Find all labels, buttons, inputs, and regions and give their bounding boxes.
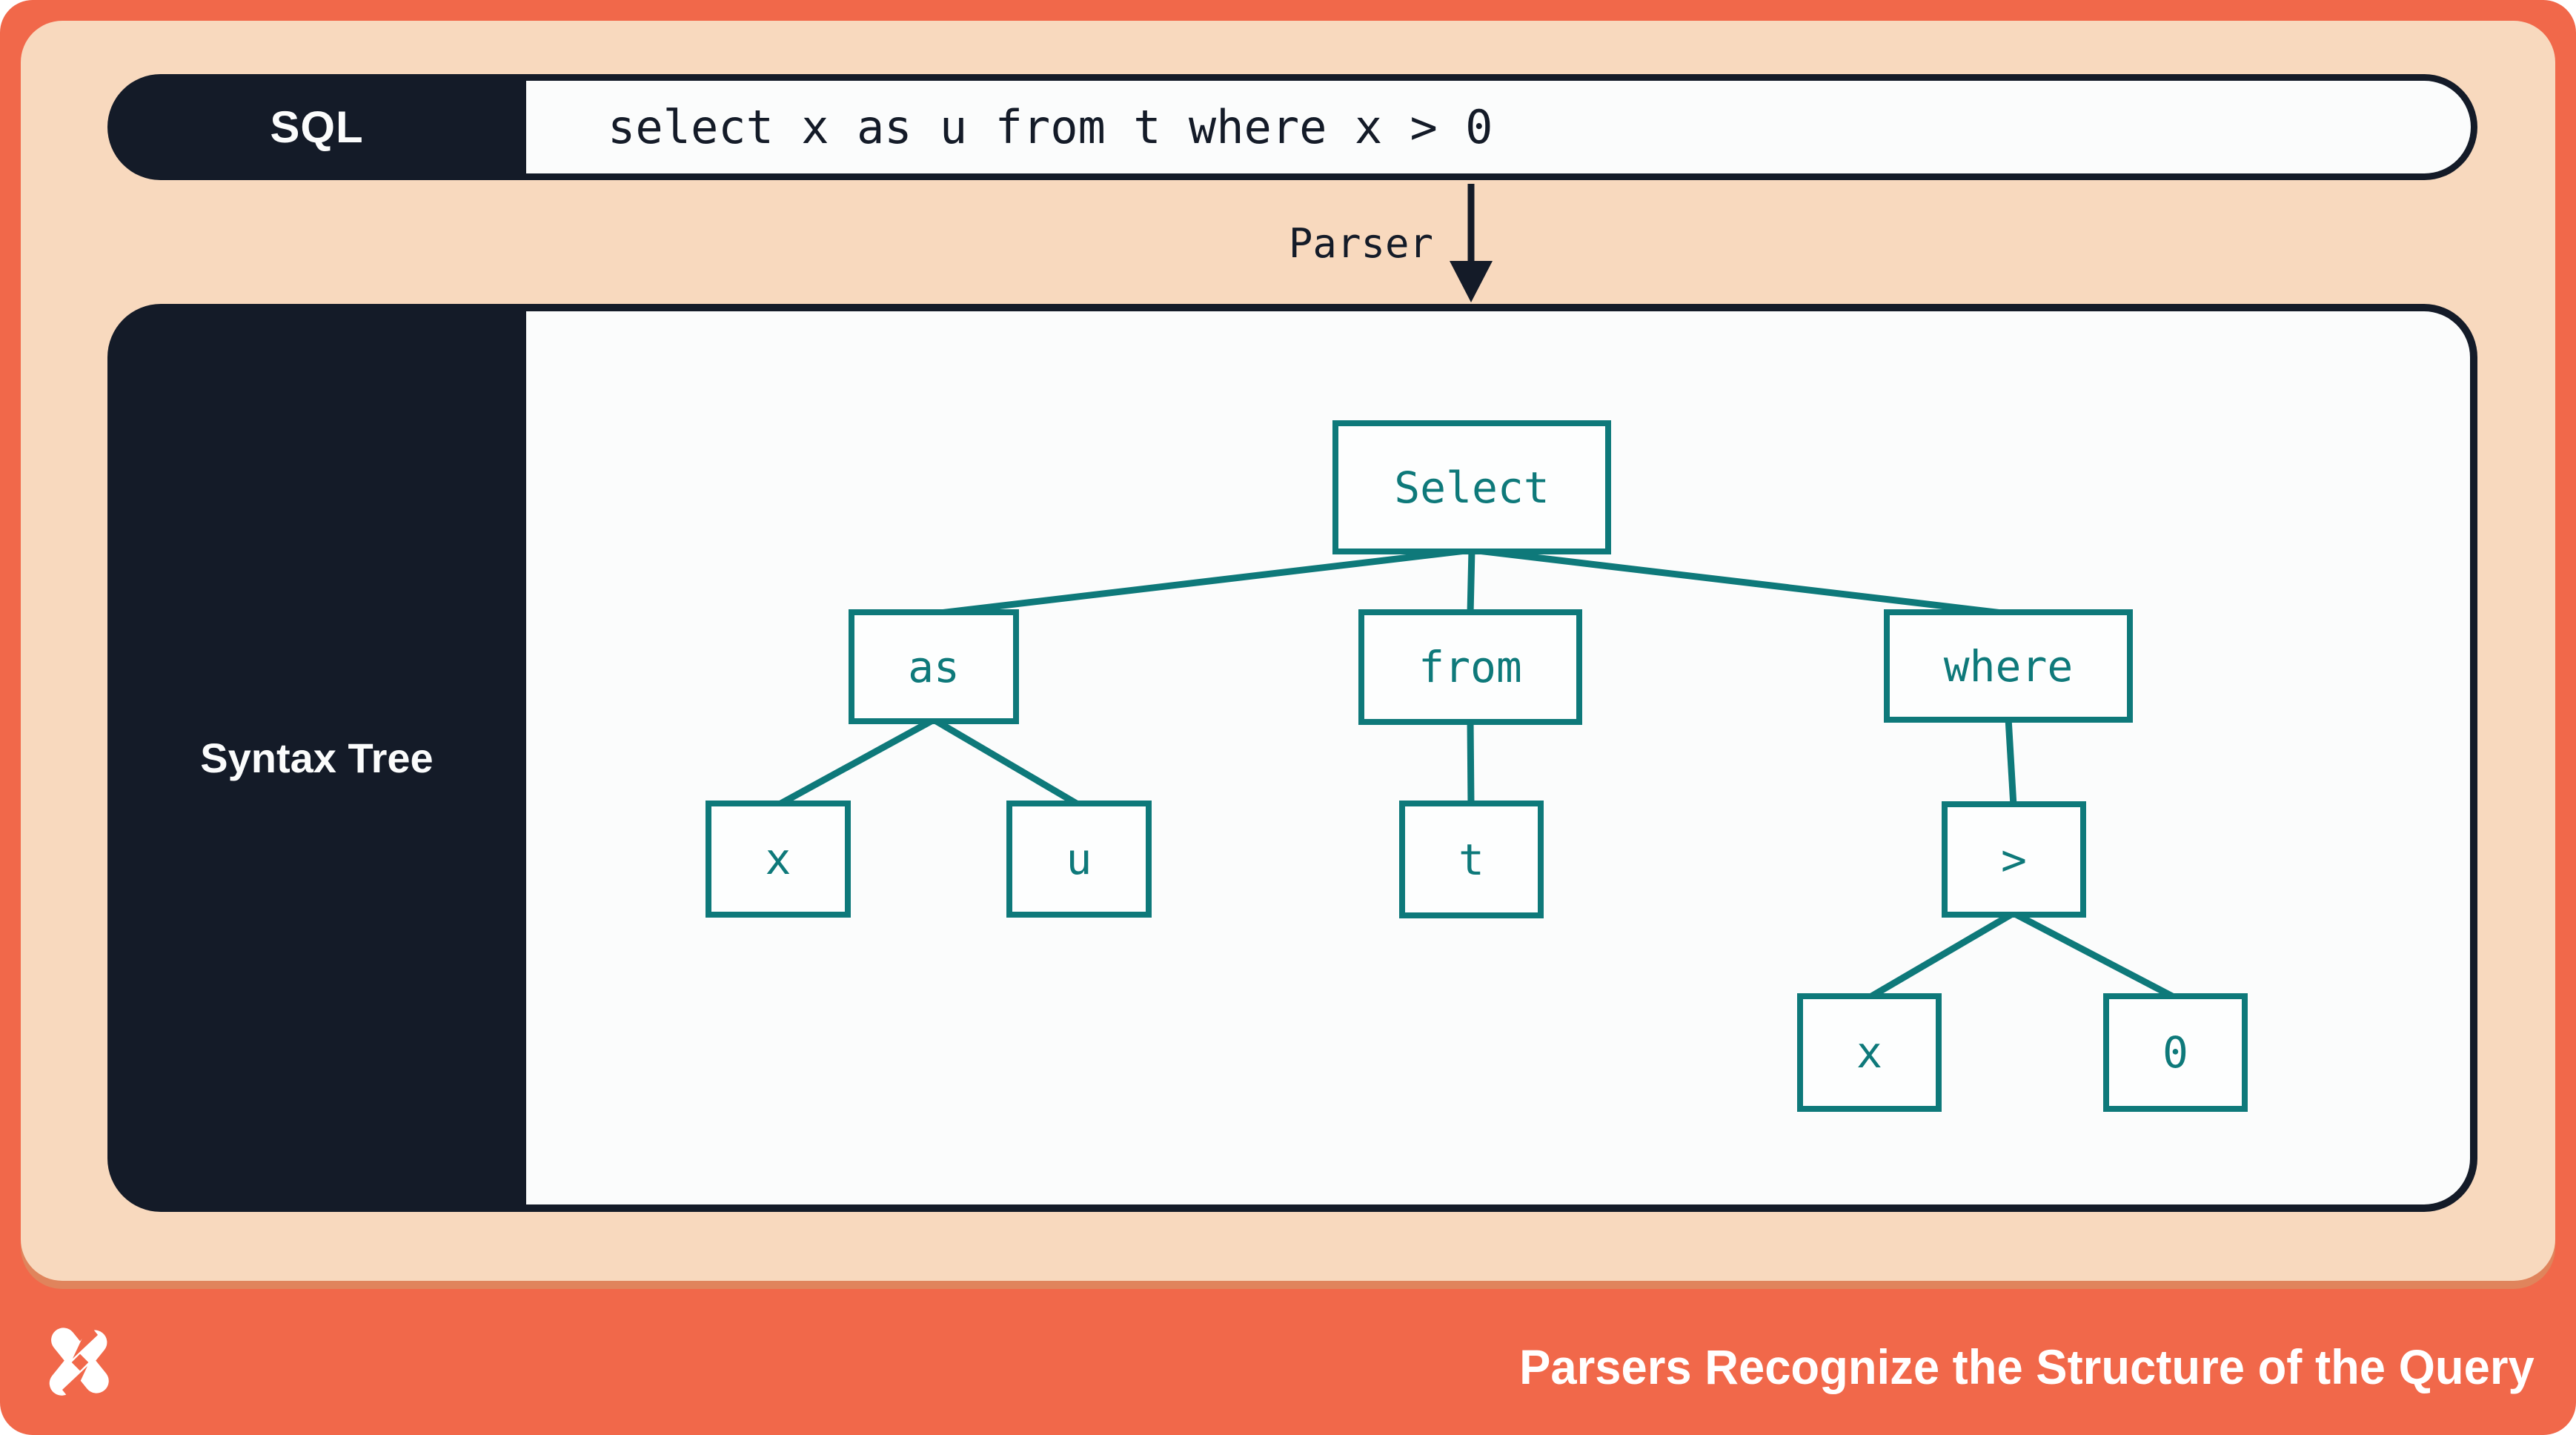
x-pinwheel-logo-icon [49,1324,109,1401]
tree-node-where: where [1884,609,2133,723]
tree-node-t: t [1399,801,1544,918]
parser-label: Parser [1288,220,1433,267]
footer-title: Parsers Recognize the Structure of the Q… [1519,1339,2534,1394]
tree-node-zero: 0 [2103,993,2248,1112]
tree-node-x-alias: x [706,801,851,918]
tree-node-u: u [1006,801,1152,918]
tree-node-from: from [1358,609,1582,725]
sql-query-text: select x as u from t where x > 0 [608,100,1493,154]
sql-bar-label: SQL [270,102,364,152]
syntax-tree-label: Syntax Tree [200,735,434,781]
tree-node-x-cond: x [1797,993,1942,1112]
tree-node-as: as [849,609,1019,724]
tree-node-select: Select [1332,420,1611,554]
sql-bar: SQL select x as u from t where x > 0 [107,74,2477,180]
tree-node-gt: > [1942,801,2086,918]
sql-query-area: select x as u from t where x > 0 [526,81,2471,173]
